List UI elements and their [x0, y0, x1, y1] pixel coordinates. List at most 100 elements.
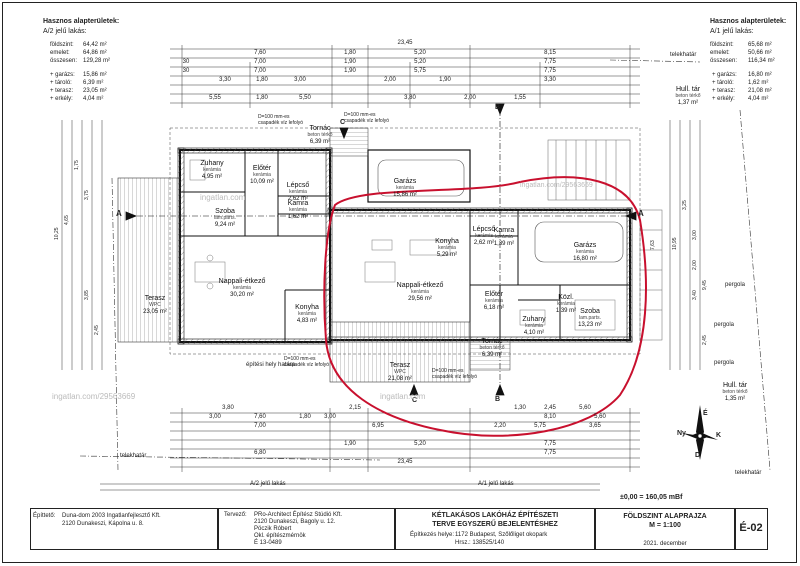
sheet-title: FÖLDSZINT ALAPRAJZA: [623, 513, 707, 520]
dim-text: 3,80: [404, 95, 416, 101]
project-title-line-1: KÉTLAKÁSOS LAKÓHÁZ ÉPÍTÉSZETI: [431, 512, 559, 519]
room-name: Kamra: [287, 200, 309, 207]
room-label: Lépcső kerámia 2,62 m²: [473, 226, 496, 247]
dim-text: 5,20: [414, 50, 426, 56]
areas-right-extra-value: 16,80 m²: [748, 72, 772, 78]
dim-text: 3,30: [544, 77, 556, 83]
compass-east: K: [716, 432, 722, 439]
title-block-builder-cell: [30, 508, 218, 550]
section-label-a: A: [116, 209, 122, 218]
room-name: Garázs: [573, 242, 597, 249]
storage-material: beton térkő: [675, 93, 701, 99]
dim-text: 3,00: [324, 414, 336, 420]
room-label: Terasz WPC 23,05 m²: [143, 295, 167, 316]
dim-text: 30: [182, 59, 190, 65]
areas-right-extra-value: 21,08 m²: [748, 88, 772, 94]
pergola-label: pergola: [725, 282, 746, 288]
compass-rose: [682, 405, 718, 460]
terrace-a1: [329, 321, 471, 383]
room-area: 9,24 m²: [214, 222, 236, 228]
title-block-sheet-cell: [595, 508, 735, 550]
areas-right-extra-label: + terasz:: [712, 88, 736, 94]
dim-text: 2,20: [494, 423, 506, 429]
watermark: ingatlan.com/29563669: [52, 392, 136, 401]
room-area: 15,86 m²: [393, 192, 417, 198]
car-a1: [534, 221, 624, 263]
room-material: kerámia: [253, 172, 271, 178]
room-material: kerámia: [411, 289, 429, 295]
dim-text: 5,50: [299, 95, 311, 101]
room-area: 4,83 m²: [296, 318, 318, 324]
areas-left-extra-value: 4,04 m²: [83, 96, 104, 102]
top-dimension-lines: [170, 45, 640, 108]
designer-person: Pöczik Róbert: [254, 526, 292, 532]
dim-text: 7,75: [544, 441, 556, 447]
designer-id: É 13-0489: [254, 540, 282, 546]
dim-text: 7,00: [254, 68, 266, 74]
areas-left-row-value: 129,28 m²: [83, 58, 111, 64]
room-area: 23,05 m²: [143, 309, 167, 315]
room-material: kerámia: [438, 245, 456, 251]
room-name: Előtér: [484, 291, 504, 298]
room-label: Szoba lam.parts. 9,24 m²: [214, 208, 236, 229]
storage-label-top: Hull. tár beton térkő 1,37 m²: [675, 86, 700, 107]
designer-title: Okl. építészmérnök: [254, 533, 306, 539]
room-name: Nappali-étkező: [218, 278, 266, 285]
dim-total-bottom: 23,45: [397, 459, 413, 465]
property-line-label: telekhatár: [735, 470, 762, 476]
storage-material: beton térkő: [722, 389, 748, 395]
dim-text: 7,75: [544, 59, 556, 65]
room-name: Garázs: [393, 178, 417, 185]
room-material: lam.parts.: [214, 215, 236, 221]
room-material: beton térkő: [479, 345, 505, 351]
dim-text: 3,40: [692, 290, 698, 300]
sheet-date: 2021. december: [643, 541, 687, 547]
dim-text: 3,00: [294, 77, 306, 83]
room-name: Lépcső: [472, 226, 496, 233]
pergola-label: pergola: [714, 360, 735, 366]
room-area: 1,62 m²: [287, 214, 309, 220]
areas-left-extra-value: 15,86 m²: [83, 72, 107, 78]
areas-left-row-label: emelet:: [50, 50, 70, 56]
room-area: 13,23 m²: [578, 322, 602, 328]
room-name: Terasz: [389, 362, 411, 369]
room-material: kerámia: [233, 285, 251, 291]
compass-north: É: [703, 410, 708, 417]
room-name: Konyha: [295, 304, 319, 311]
dim-text: 9,45: [702, 280, 708, 290]
dim-text: 7,00: [254, 59, 266, 65]
porch-a1: [469, 339, 511, 371]
dim-text: 1,80: [256, 95, 268, 101]
room-label: Konyha kerámia 5,29 m²: [435, 238, 459, 259]
watermark: ingatlan.com: [380, 392, 426, 401]
watermark: ingatlan.com: [200, 193, 246, 202]
room-name: Zuhany: [200, 160, 224, 167]
dim-text: 30: [182, 68, 190, 74]
room-label: Terasz WPC 21,08 m²: [388, 362, 412, 383]
dim-text: 2,00: [692, 260, 698, 270]
areas-left-extra-value: 23,05 m²: [83, 88, 107, 94]
areas-left-row-value: 64,86 m²: [83, 50, 107, 56]
storage-name: Hull. tár: [675, 86, 701, 93]
room-material: lam.parts.: [579, 315, 601, 321]
dim-text: 3,85: [84, 290, 90, 300]
areas-left-row-value: 64,42 m²: [83, 42, 107, 48]
areas-right-row-value: 65,68 m²: [748, 42, 772, 48]
section-label-c: C: [340, 119, 346, 126]
property-line-label: telekhatár: [120, 453, 147, 459]
room-name: Terasz: [144, 295, 166, 302]
storage-area: 1,37 m²: [677, 100, 699, 106]
dim-text: 1,90: [344, 68, 356, 74]
room-material: WPC: [149, 302, 161, 308]
areas-right-row-value: 50,66 m²: [748, 50, 772, 56]
dim-text: 2,45: [94, 325, 100, 335]
unit-a1-wall-hatch: [327, 207, 633, 343]
dim-text: 7,63: [650, 240, 656, 250]
site-address: 1172 Budapest, Szőlőliget okopark: [455, 532, 548, 538]
room-label: Tornác beton térkő 6,39 m²: [307, 125, 332, 146]
dim-text: 4,65: [64, 215, 70, 225]
dim-text: 6,95: [372, 423, 384, 429]
builder-address: 2120 Dunakeszi, Kápolna u. 8.: [62, 521, 144, 527]
garage-a2: [367, 149, 471, 203]
